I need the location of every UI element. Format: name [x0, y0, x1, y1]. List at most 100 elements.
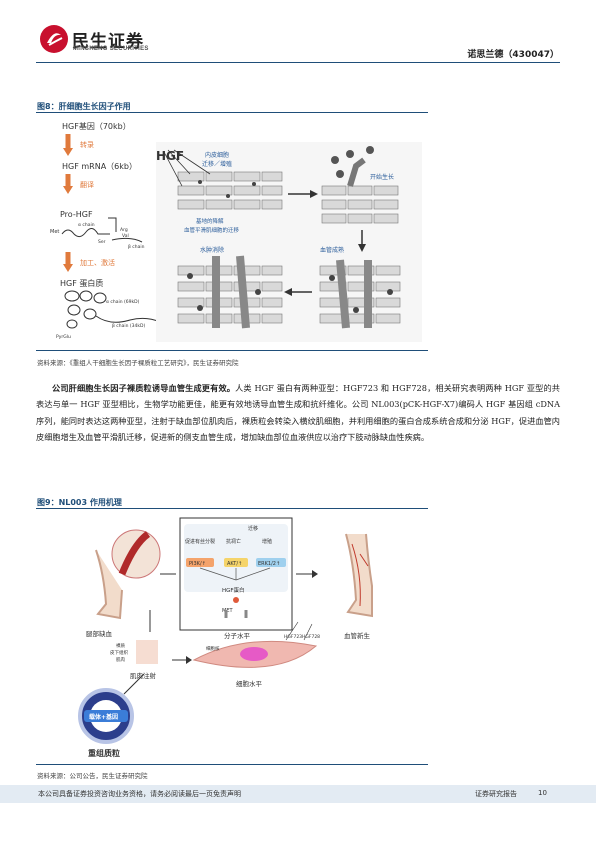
- beta-chain-label: β chain: [128, 244, 145, 250]
- figure9-source: 资料来源：公司公告，民生证券研究院: [37, 772, 148, 780]
- endothelial-label: 内皮细胞: [205, 151, 229, 159]
- arrow-head-icon: [63, 264, 73, 272]
- figure8-diagram: HGF基因（70kb） 转录 HGF mRNA（6kb） 翻译 Pro-HGF …: [50, 121, 422, 342]
- edema-label: 水肿消除: [200, 246, 224, 254]
- cell-division-label: 促进有丝分裂: [185, 538, 215, 545]
- pi3k-label: PI3K/↑: [189, 561, 206, 567]
- translation-label: 翻译: [80, 180, 94, 189]
- injection-label: 肌肉注射: [130, 671, 157, 680]
- met-label: Met: [50, 229, 59, 235]
- carrier-gene-label: 载体+基因: [89, 713, 118, 721]
- signal-arrows: [199, 567, 271, 581]
- angiogenesis-label: 血管新生: [344, 631, 371, 640]
- stock-title: 诺思兰德（430047）: [467, 50, 559, 60]
- start-growth-label: 开始生长: [370, 173, 394, 181]
- tissue-layers-icon: [136, 640, 158, 664]
- arrow-head-icon: [63, 148, 73, 156]
- brand-name: 民生证券: [72, 32, 144, 52]
- mature-label: 血管成熟: [320, 246, 344, 254]
- paragraph-body: 人类 HGF 蛋白有两种亚型：HGF723 和 HGF728，相关研究表明两种 …: [36, 383, 560, 443]
- arg-label: Arg: [120, 227, 128, 233]
- figure8-bottom-rule: [36, 350, 428, 351]
- secretion-arrows: [285, 621, 313, 641]
- body-paragraph: 公司肝细胞生长因子裸质粒诱导血管生成更有效。人类 HGF 蛋白有两种亚型：HGF…: [36, 380, 560, 446]
- hgf-protein-structure: [64, 290, 161, 329]
- hgf-protein-label: HGF蛋白: [222, 586, 245, 594]
- ischemia-zoom-icon: [111, 529, 161, 579]
- molecular-level-label: 分子水平: [224, 631, 251, 640]
- vessel-cells-4: [319, 265, 401, 324]
- akt-badge: [224, 558, 248, 567]
- brand-name-en: MINSHENG SECURITIES: [73, 46, 149, 52]
- transcription-label: 转录: [80, 140, 94, 149]
- anti-apoptosis-label: 抗凋亡: [226, 538, 241, 545]
- akt-label: AKT/↑: [227, 561, 242, 567]
- alpha-kda-label: α chain (69kD): [106, 299, 140, 305]
- figure8-source: 资料来源：《重组人干细胞生长因子裸质粒工艺研究》，民生证券研究院: [37, 359, 239, 367]
- blocked-artery-icon: [118, 531, 151, 576]
- degrade-label-1: 基地的降解: [196, 217, 224, 225]
- hgf-gene-label: HGF基因（70kb）: [62, 121, 131, 131]
- arrow-head-icon: [312, 570, 318, 578]
- vessel-cells-1: [177, 171, 283, 210]
- cellular-level-label: 细胞水平: [236, 679, 263, 688]
- vessel-sprout: [347, 157, 366, 187]
- pro-hgf-strand: [61, 228, 110, 238]
- nucleus-label: 细胞核: [206, 645, 220, 652]
- carrier-gene-badge: [84, 710, 128, 722]
- hgf-mrna-label: HGF mRNA（6kb）: [62, 162, 137, 171]
- val-label: Val: [122, 233, 129, 239]
- hgf-protein-label: HGF 蛋白质: [60, 278, 103, 288]
- receptor-icon: [224, 610, 248, 618]
- figure9-title: 图9：NL003 作用机理: [37, 498, 122, 507]
- arrow-head-icon: [63, 186, 73, 194]
- figure8-title: 图8：肝细胞生长因子作用: [37, 102, 131, 111]
- hgf-particles-4: [329, 275, 393, 313]
- new-vessels-icon: [351, 543, 369, 607]
- degrade-label-2: 血管平滑肌细胞的迁移: [184, 226, 240, 234]
- hgf723-label: HGF723: [284, 634, 302, 640]
- footer-disclaimer: 本公司具备证券投资咨询业务资格，请务必阅读最后一页免责声明: [38, 790, 241, 798]
- arrow-up-icon: [123, 673, 145, 695]
- ser-label: Ser: [98, 239, 106, 245]
- hgf-particles-2: [331, 146, 374, 178]
- hgf728-label: HGF728: [302, 634, 320, 640]
- beta-chain-strand: [111, 237, 143, 243]
- header-divider: [36, 62, 560, 63]
- figure9-title-rule: [36, 508, 428, 509]
- recombinant-plasmid-label: 重组质粒: [88, 748, 120, 758]
- vessel-cells-2: [321, 185, 399, 224]
- hgf-pointer-lines: [163, 149, 211, 187]
- plasmid-desc-1: 裸质: [116, 642, 125, 649]
- footer-bar: [0, 785, 596, 803]
- pyroglu-label: PyrGlu: [56, 334, 71, 340]
- beta-kda-label: β chain (34kD): [112, 323, 145, 329]
- alpha-chain-label: α chain: [78, 222, 95, 228]
- footer-report-type: 证券研究报告: [475, 790, 517, 798]
- migrate-label: 迁移／增殖: [202, 160, 232, 168]
- processing-label: 加工、激活: [80, 258, 115, 267]
- figure9-diagram: 促进有丝分裂 抗凋亡 迁移 增殖 PI3K/↑ AKT/↑ ERK1/2↑ HG…: [76, 514, 406, 760]
- leg-ischemia-label: 腿部缺血: [86, 629, 113, 638]
- arrow-head-icon: [358, 244, 366, 252]
- migration-label: 迁移: [248, 525, 258, 532]
- pro-hgf-label: Pro-HGF: [60, 210, 93, 219]
- erk-label: ERK1/2↑: [258, 561, 280, 567]
- nucleus-icon: [240, 647, 268, 661]
- leg-ischemia-icon: [95, 549, 123, 620]
- figure9-bottom-rule: [36, 764, 428, 765]
- new-vessel-right: [336, 259, 372, 329]
- erk-badge: [256, 558, 286, 567]
- hgf-protein-icon: [233, 597, 239, 603]
- arrow-head-icon: [310, 190, 318, 198]
- plasmid-desc-2: 皮下组织: [110, 649, 128, 656]
- pi3k-badge: [186, 558, 214, 567]
- paragraph-lead: 公司肝细胞生长因子裸质粒诱导血管生成更有效。: [52, 383, 236, 393]
- hgf-particles-3: [187, 273, 261, 311]
- new-vessel-left: [212, 255, 250, 329]
- met-receptor-label: MET: [222, 608, 233, 614]
- figure8-title-rule: [36, 112, 428, 113]
- arrow-head-icon: [284, 288, 292, 296]
- hgf-big-label: HGF: [156, 149, 184, 163]
- hgf-particles-1: [198, 180, 256, 198]
